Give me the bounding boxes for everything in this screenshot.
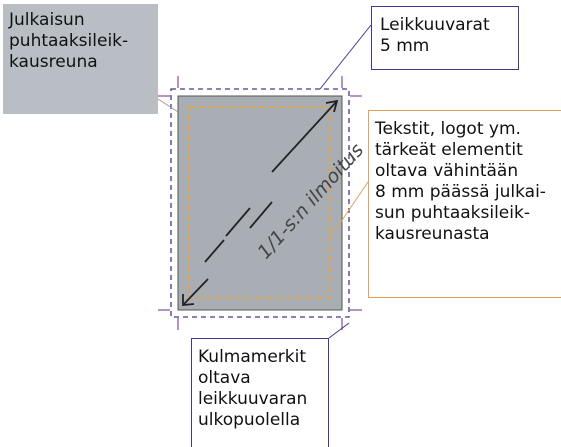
arrowhead-bottom-left: [182, 294, 195, 306]
label-bleed: Leikkuuvarat 5 mm: [371, 6, 519, 70]
page-group: 1/1-s:n ilmoitus: [158, 76, 368, 330]
leader-lines: [157, 24, 372, 339]
arrow-dash-3: [204, 239, 225, 263]
label-safe-edge: Julkaisun puhtaaksileik- kausreuna: [3, 4, 158, 114]
label-corner-marks: Kulmamerkit oltava leikkuuvaran ulkopuol…: [191, 338, 329, 447]
diagonal-arrows: [182, 99, 339, 306]
leader-bleed: [319, 24, 372, 90]
safe-zone-outline: [188, 106, 331, 299]
arrow-dash-1: [225, 207, 251, 237]
leader-safe-edge: [157, 98, 179, 113]
arrow-shaft-top: [271, 100, 338, 173]
trim-page: [177, 95, 343, 311]
arrow-shaft-bottom: [182, 278, 209, 306]
bleed-outline: [170, 88, 350, 318]
label-safe-zone: Tekstit, logot ym. tärkeät elementit olt…: [368, 110, 561, 298]
leader-safe-zone: [329, 181, 369, 239]
arrowhead-top-right: [325, 99, 339, 113]
leader-corner-marks: [328, 322, 350, 339]
arrow-dash-2: [249, 201, 273, 229]
